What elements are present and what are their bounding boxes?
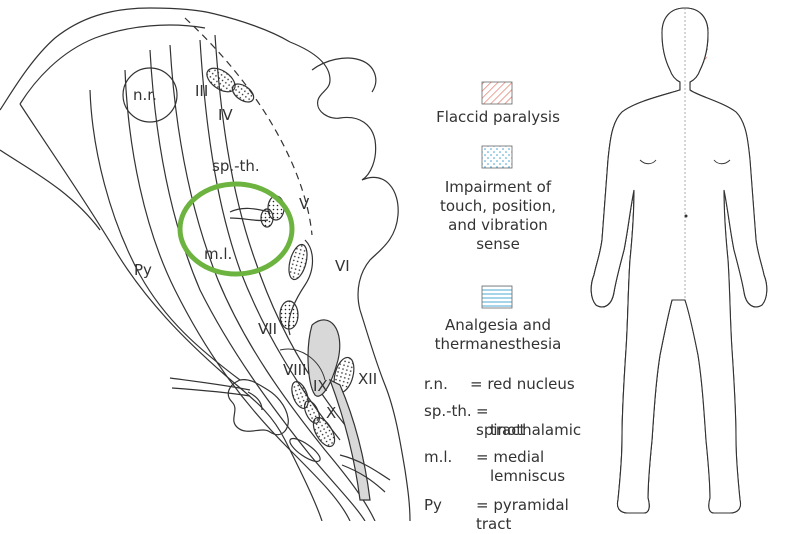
lesion-circle xyxy=(180,184,292,274)
legend-line: sense xyxy=(418,235,578,254)
abbr-row-spth: sp.-th. = spinothalamic tract xyxy=(424,402,594,442)
abbr-term: m.l. xyxy=(424,448,452,467)
label-iv: IV xyxy=(218,106,233,124)
label-ml: m.l. xyxy=(204,245,232,263)
legend-flaccid-paralysis: Flaccid paralysis xyxy=(418,108,578,127)
abbr-term: sp.-th. xyxy=(424,402,472,421)
label-py: Py xyxy=(134,261,152,279)
legend-line: Flaccid paralysis xyxy=(418,108,578,127)
legend-line: thermanesthesia xyxy=(418,335,578,354)
abbr-definition: = medial xyxy=(476,448,544,467)
abbr-row-rn: r.n. = red nucleus xyxy=(424,375,594,395)
abbr-term: Py xyxy=(424,496,442,515)
diagram-canvas: n.r. III IV sp.-th. V m.l. Py VI VII VII… xyxy=(0,0,789,521)
label-x: X xyxy=(326,404,336,422)
swatch-flaccid-paralysis xyxy=(482,82,512,104)
abbr-definition-cont: lemniscus xyxy=(490,467,565,486)
label-v: V xyxy=(299,195,310,213)
abbr-definition: = red nucleus xyxy=(470,375,575,394)
body-figure xyxy=(591,8,767,513)
swatch-touch-impairment xyxy=(482,146,512,168)
abbr-row-ml: m.l. = medial lemniscus xyxy=(424,448,594,488)
legend-line: Analgesia and xyxy=(418,316,578,335)
label-ix: IX xyxy=(313,377,328,395)
label-vii: VII xyxy=(258,320,277,338)
legend-touch-impairment: Impairment of touch, position, and vibra… xyxy=(418,178,578,254)
abbr-definition: = pyramidal tract xyxy=(476,496,594,534)
abbr-term: r.n. xyxy=(424,375,448,394)
label-nr: n.r. xyxy=(133,86,157,104)
swatch-analgesia xyxy=(482,286,512,308)
label-viii: VIII xyxy=(283,361,307,379)
label-vi: VI xyxy=(335,257,350,275)
abbr-definition-cont: tract xyxy=(490,421,525,440)
abbr-row-py: Py = pyramidal tract xyxy=(424,496,594,516)
legend-analgesia: Analgesia and thermanesthesia xyxy=(418,316,578,354)
label-xii: XII xyxy=(358,370,377,388)
legend-line: touch, position, xyxy=(418,197,578,216)
label-iii: III xyxy=(195,82,208,100)
label-spth: sp.-th. xyxy=(212,157,260,175)
legend-line: Impairment of xyxy=(418,178,578,197)
legend-line: and vibration xyxy=(418,216,578,235)
